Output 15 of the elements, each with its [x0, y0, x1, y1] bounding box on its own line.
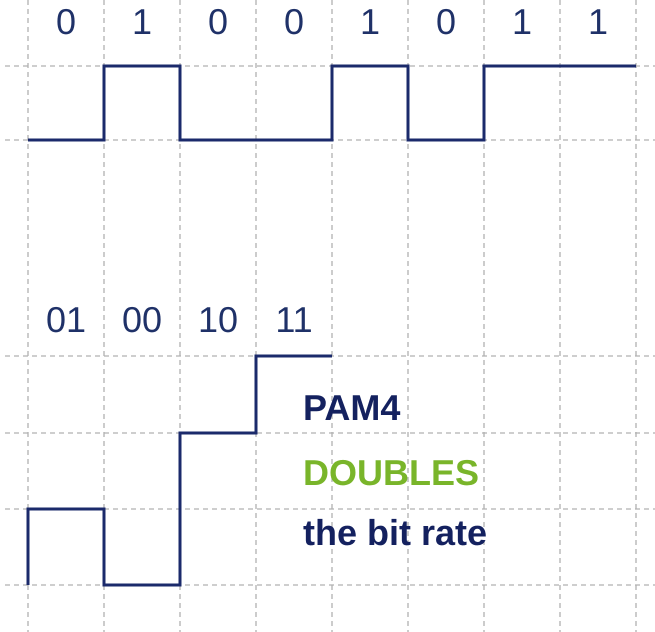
symbol-label: 01: [46, 302, 86, 338]
bit-label: 0: [208, 4, 228, 40]
note-text: the bit rate: [303, 515, 488, 551]
bit-label: 1: [360, 4, 380, 40]
symbol-label: 00: [122, 302, 162, 338]
note-text: PAM4: [303, 390, 400, 426]
bit-label: 0: [56, 4, 76, 40]
note-text: DOUBLES: [303, 455, 480, 491]
bit-label: 0: [436, 4, 456, 40]
bit-label: 1: [132, 4, 152, 40]
symbol-label: 10: [198, 302, 238, 338]
symbol-label: 11: [275, 302, 313, 338]
bit-label: 0: [284, 4, 304, 40]
bit-label: 1: [588, 4, 608, 40]
bit-label: 1: [512, 4, 532, 40]
